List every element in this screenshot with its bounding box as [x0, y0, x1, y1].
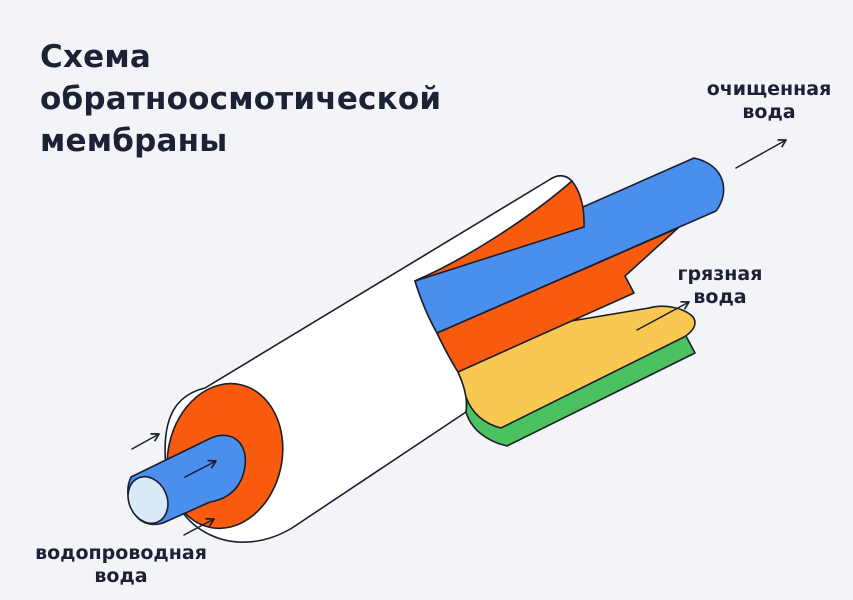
tap-water-label-line1: водопроводная	[35, 542, 207, 564]
inlet-tube-face	[127, 475, 169, 525]
page-title-line1: Схема	[40, 39, 152, 75]
dirty-water-label-line1: грязная	[677, 263, 763, 285]
clean-water-label: очищенная вода	[659, 78, 853, 124]
dirty-water-label-line2: вода	[693, 286, 747, 308]
clean-water-label-line1: очищенная	[706, 78, 832, 100]
page-title-line2: обратноосмотической	[40, 81, 442, 117]
page-title: Схема обратноосмотической мембраны	[40, 36, 441, 162]
tap-water-label: водопроводная вода	[11, 542, 231, 588]
membrane-layer-orange-outer	[414, 180, 585, 282]
clean-water-label-line2: вода	[742, 101, 796, 123]
dirty-water-label: грязная вода	[610, 263, 830, 309]
tap-water-flow-arrow-top	[131, 433, 160, 450]
clean-water-flow-arrow	[735, 139, 787, 169]
tap-water-flow-arrow-tube	[184, 459, 217, 478]
dirty-water-flow-arrow	[636, 300, 690, 331]
membrane-layer-orange-inner	[436, 227, 679, 373]
tap-water-label-line2: вода	[94, 565, 148, 587]
permeate-tube	[414, 157, 725, 334]
tap-water-flow-arrow-bottom	[183, 517, 215, 536]
page-title-line3: мембраны	[40, 123, 228, 159]
membrane-layer-green	[465, 335, 696, 447]
